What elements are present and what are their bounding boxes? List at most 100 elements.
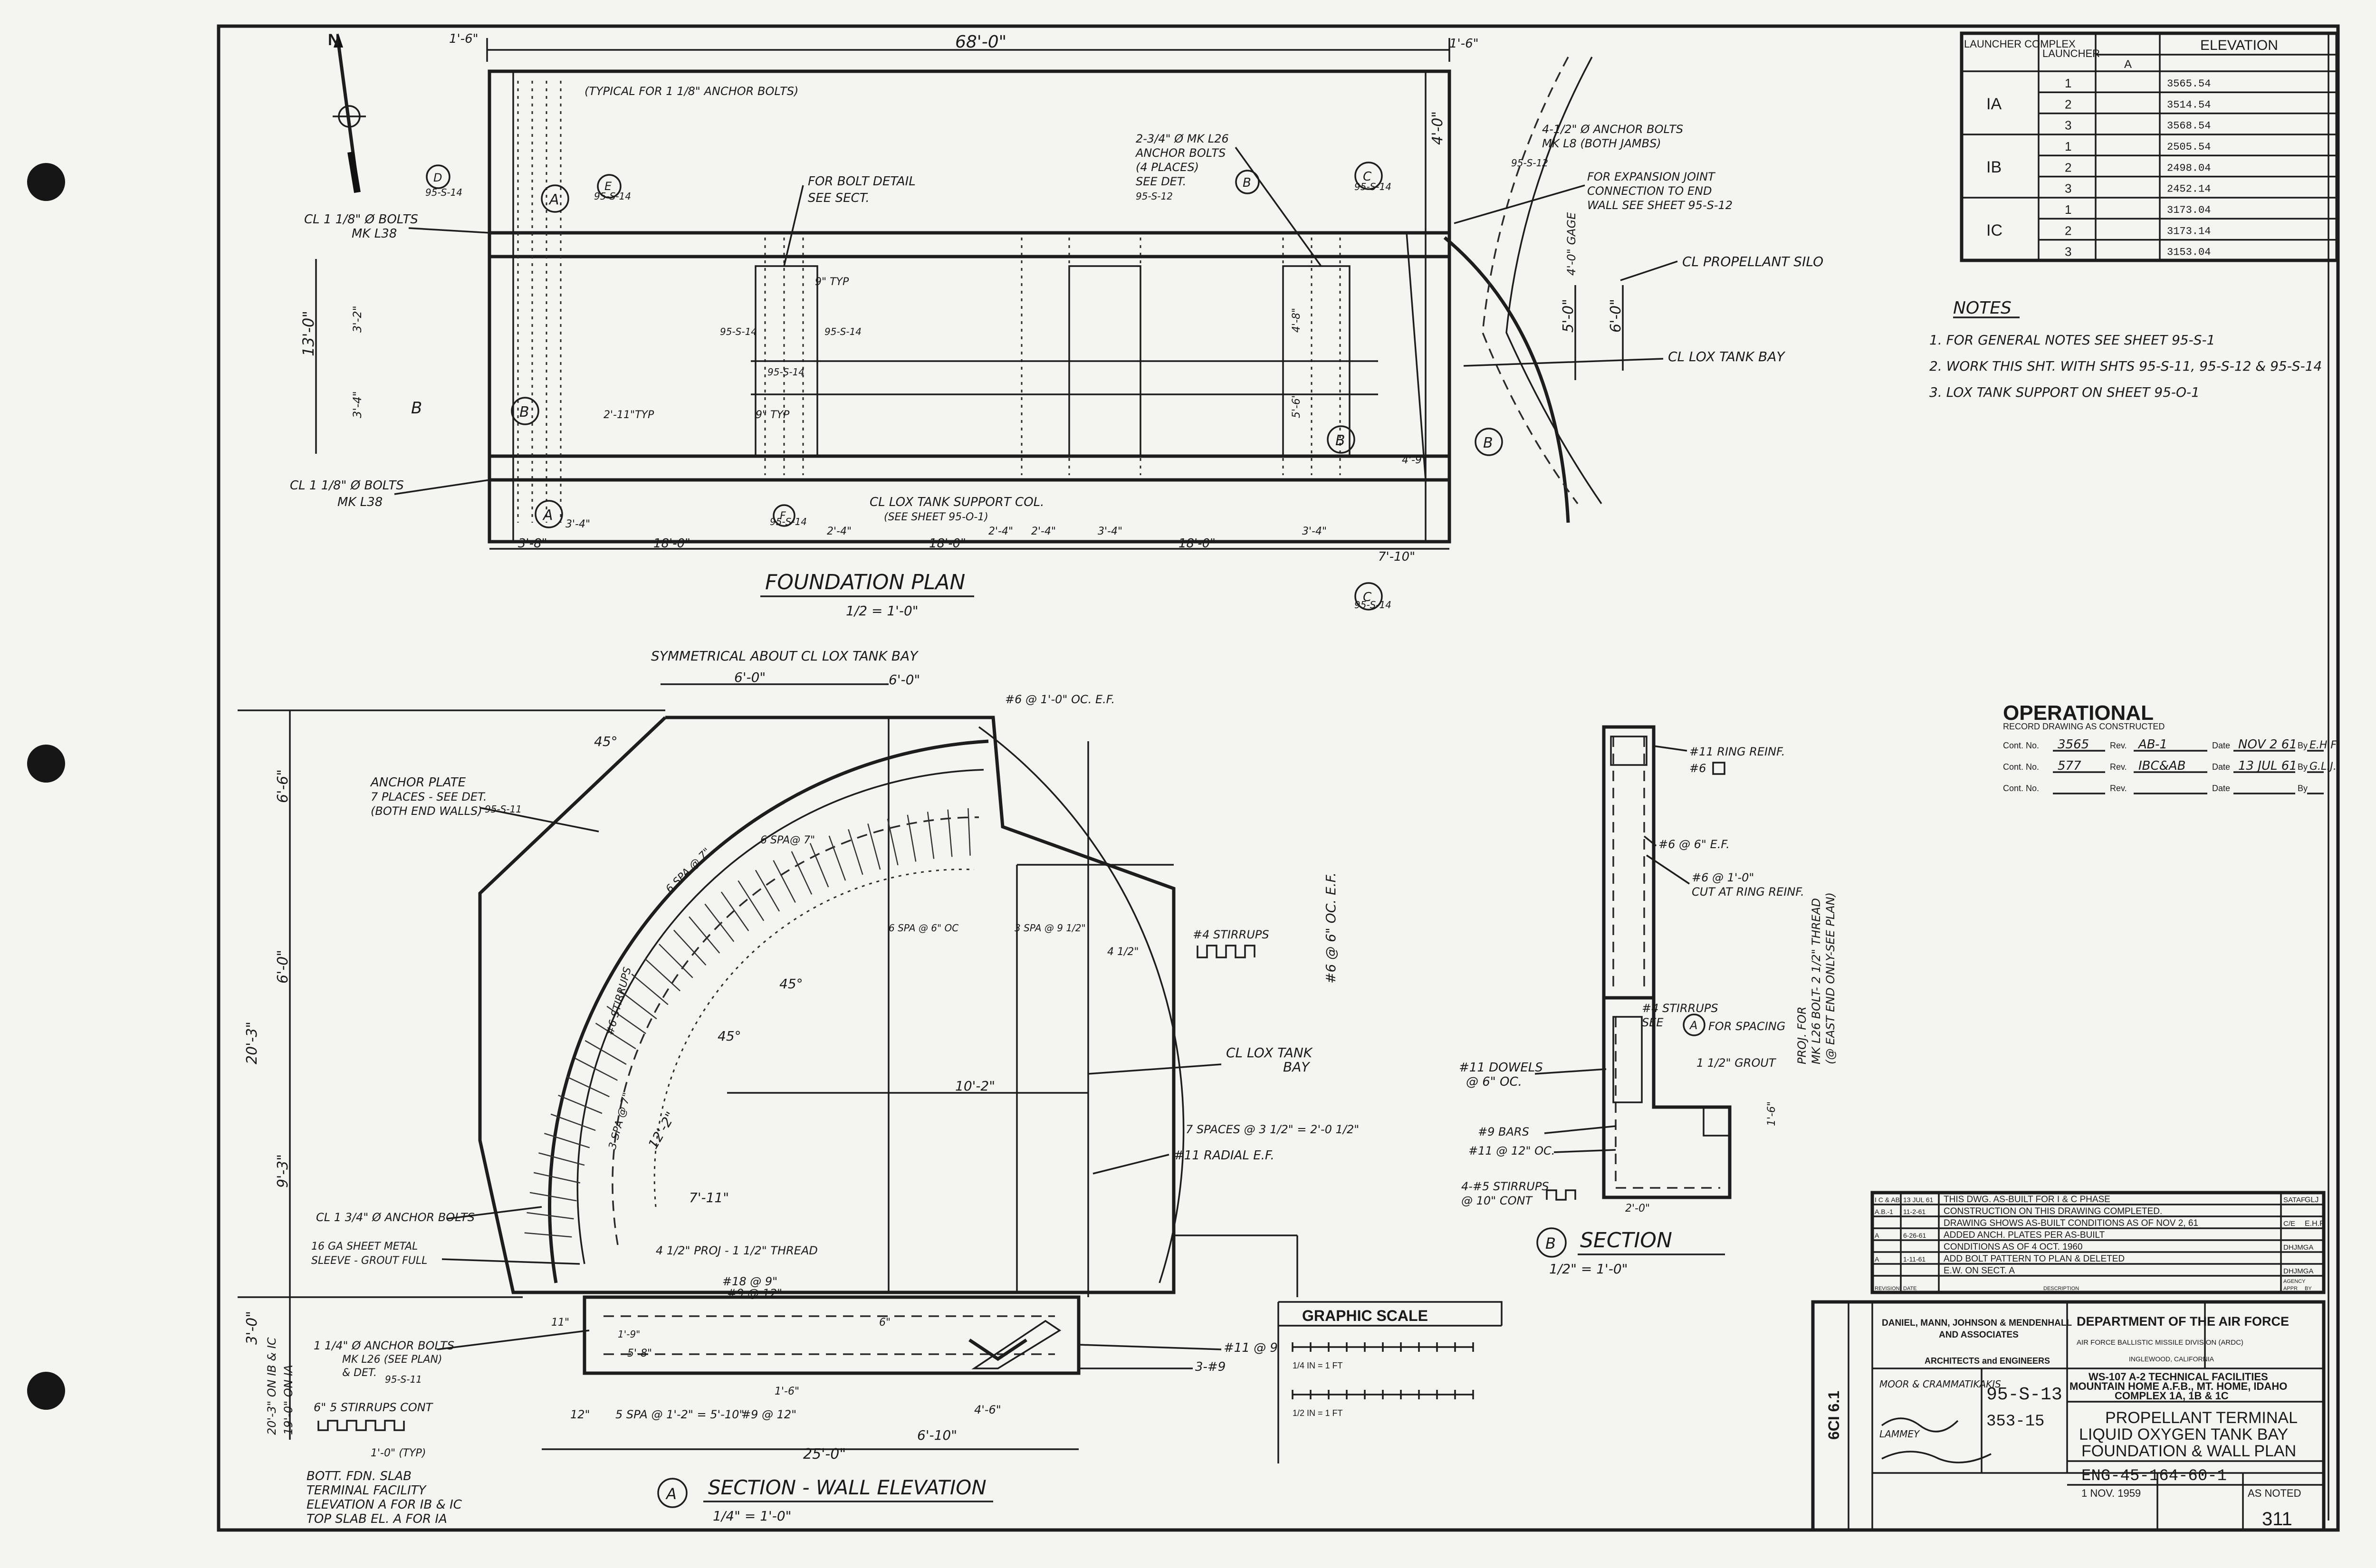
sheet-ref: 95-S-14 [425,187,462,198]
launcher-number: 1 [2065,139,2071,153]
hatch-line [704,903,735,942]
sheet-ref: 95-S-12 [1511,157,1548,169]
elev-left-dim: 3'-0" [244,1311,260,1345]
north-arrow: N [328,31,366,193]
bars9-label: #9 BARS [1478,1125,1529,1138]
launcher-elevation: 3173.04 [2167,204,2211,216]
radial-label: #11 RADIAL E.F. [1174,1148,1274,1163]
section-b-wall [1602,725,1656,1000]
operational-field: IBC&AB [2138,759,2186,773]
operational-title: OPERATIONAL [2003,701,2154,725]
table-header-complex: LAUNCHER COMPLEX [1964,38,2076,50]
plan-bottom-dim: 7'-10" [1378,550,1415,564]
section-tag-b-label: B [1483,435,1493,451]
anchor4-note: 4-1/2" Ø ANCHOR BOLTS [1542,123,1683,136]
bolts-top-label: CL 1 1/8" Ø BOLTS [304,212,418,227]
bott-label: BOTT. FDN. SLAB [307,1469,412,1483]
revision-cell: SATAF [2283,1196,2305,1204]
revision-header: REVISION [1875,1286,1900,1291]
project-name-3: COMPLEX 1A, 1B & 1C [2115,1390,2229,1402]
hatch-line [907,814,917,862]
stirrups-dim: 4 1/2" [1107,946,1139,958]
typ-label: 1'-0" (TYP) [371,1447,426,1459]
operational-field: Cont. No. [2003,784,2039,793]
revision-cell: 6-26-61 [1903,1232,1926,1239]
section-tag-a-label: A [542,507,553,524]
page-number: 311 [2262,1509,2292,1530]
operational-field: 3565 [2058,737,2089,752]
elev-bottom-dim: 5 SPA @ 1'-2" = 5'-10" [615,1408,744,1421]
notes-title: NOTES [1953,298,2012,318]
dim-4-0-gage: 4'-0" GAGE [1565,212,1578,276]
hatch-line [606,1005,646,1034]
elev-misc-dim: 1'-6" [775,1386,799,1397]
hatch-line [527,1212,574,1220]
sheet-ref: 95-S-14 [594,191,631,202]
bolts-ref: 95-S-11 [385,1374,422,1385]
plan-small-dim: 9" TYP [756,409,790,421]
firm-name-2: AND ASSOCIATES [1939,1330,2019,1340]
foundation-plan: 68'-0" 1'-6" 1'-6" 4'-0" [290,32,1823,619]
section-tag-e-label: E [604,180,612,193]
hatch-line [947,809,953,857]
sheet-number: 95-S-13 [1986,1385,2062,1405]
dim-3-2: 3'-2" [351,306,364,333]
hatch-line [791,851,813,895]
section-tag-e [597,174,622,199]
launcher-number: 3 [2065,182,2071,196]
proj-label: 4 1/2" PROJ - 1 1/2" THREAD [656,1244,818,1257]
wall-elevation: SYMMETRICAL ABOUT CL LOX TANK BAY 6'-0" … [238,648,1359,1526]
anchor-plate-label-3: (BOTH END WALLS) [371,804,482,818]
section-tag-b [1235,170,1260,194]
plan-small-dim: 5'-6" [1291,393,1303,418]
launcher-elevation: 3514.54 [2167,99,2211,111]
section-tag-c-label: C [1363,590,1372,604]
binding-hole [27,1372,65,1410]
section-tag-b-label: B [519,404,529,421]
note-item: 1. FOR GENERAL NOTES SEE SHEET 95-S-1 [1929,332,2215,348]
dim-13-0: 13'-0" [299,311,317,356]
launcher-number: 2 [2065,160,2071,174]
elev-misc-dim: 1'-9" [618,1329,640,1340]
table-col-a: A [2124,58,2132,71]
bars-3: 3-#9 [1195,1360,1226,1374]
bolts-bottom-mark: MK L38 [337,495,383,509]
section-b-stirrups: #4 STIRRUPS [1642,1002,1718,1015]
plan-slab-outline [488,69,1451,544]
stirrups5-label-2: @ 10" CONT [1461,1194,1533,1207]
hatch-line [529,1192,577,1202]
proj-for-label: PROJ. FOR [1795,1006,1809,1064]
expansion-joint-note: FOR EXPANSION JOINT [1587,170,1716,183]
launcher-number: 1 [2065,76,2071,90]
note-item: 2. WORK THIS SHT. WITH SHTS 95-S-11, 95-… [1929,358,2322,374]
ef-note: #6 @ 1'-0" OC. E.F. [1005,693,1115,706]
elev-left-dim: 6'-0" [275,950,291,984]
sheet-ref: 95-S-14 [1354,181,1391,192]
section-tag-d-label: D [433,171,442,184]
scale-1: 1/4 IN = 1 FT [1293,1361,1343,1370]
anchor-plate-label: ANCHOR PLATE [370,775,466,790]
wall-elevation-title: SECTION - WALL ELEVATION [708,1476,987,1499]
revision-cell: I C & AB [1875,1196,1900,1204]
hatch-line [848,829,863,875]
wall-elevation-scale: 1/4" = 1'-0" [713,1508,792,1524]
dept-name: DEPARTMENT OF THE AIR FORCE [2077,1314,2289,1329]
launcher-number: 3 [2065,245,2071,259]
hatch-line [809,843,829,888]
revision-cell: C/E [2283,1220,2295,1228]
anchor-bolts-note: 2-3/4" Ø MK L26 [1136,132,1229,145]
hatch-line [720,891,749,931]
hatch-line [644,958,681,992]
operational-field: Rev. [2110,741,2127,750]
hatch-line [927,812,935,859]
expansion-joint-note-2: CONNECTION TO END [1587,184,1712,198]
bottom-beam [583,1295,1081,1375]
operational-field: 577 [2058,759,2081,773]
elev-left-dim-2: 20'-3" ON IB & IC [265,1337,278,1435]
bars-9: #9 @ 12" [727,1287,782,1300]
launcher-elevation: 2452.14 [2167,183,2211,195]
sleeve-label: 16 GA SHEET METAL [311,1241,418,1252]
